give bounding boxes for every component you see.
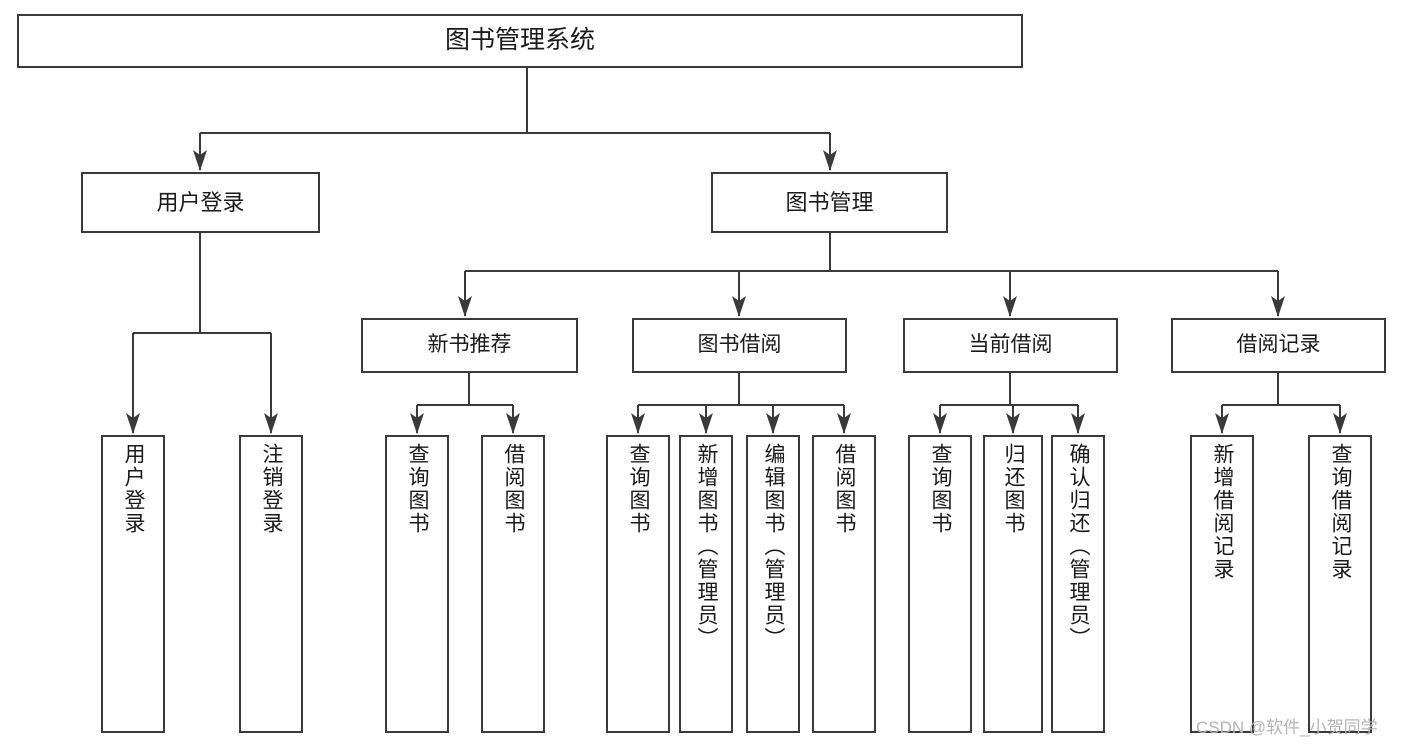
node-user-login[interactable]: 用户登录 (81, 172, 320, 233)
node-new-book-recommend[interactable]: 新书推荐 (361, 318, 578, 373)
leaf-confirm-return-admin-label: 确认归还（管理员） (1067, 443, 1091, 650)
node-book-manage[interactable]: 图书管理 (711, 172, 948, 233)
leaf-return-book[interactable]: 归还图书 (983, 435, 1043, 733)
node-current-borrow[interactable]: 当前借阅 (903, 318, 1118, 373)
leaf-user-login-label: 用户登录 (122, 443, 146, 535)
leaf-user-login[interactable]: 用户登录 (101, 435, 165, 733)
leaf-confirm-return-admin[interactable]: 确认归还（管理员） (1051, 435, 1105, 733)
leaf-borrow-book-a-label: 借阅图书 (502, 443, 526, 535)
node-user-login-label: 用户登录 (156, 189, 245, 215)
node-current-borrow-label: 当前借阅 (968, 333, 1053, 357)
leaf-query-book-a[interactable]: 查询图书 (385, 435, 449, 733)
leaf-edit-book-admin-label: 编辑图书（管理员） (762, 443, 786, 650)
leaf-add-book-admin-label: 新增图书（管理员） (695, 443, 719, 650)
leaf-query-book-b-label: 查询图书 (627, 443, 651, 535)
leaf-add-borrow-record-label: 新增借阅记录 (1211, 443, 1235, 581)
leaf-edit-book-admin[interactable]: 编辑图书（管理员） (746, 435, 800, 733)
leaf-query-book-c[interactable]: 查询图书 (908, 435, 972, 733)
leaf-query-book-c-label: 查询图书 (929, 443, 953, 535)
node-book-borrow[interactable]: 图书借阅 (632, 318, 847, 373)
leaf-query-book-a-label: 查询图书 (406, 443, 430, 535)
leaf-borrow-book-a[interactable]: 借阅图书 (481, 435, 545, 733)
leaf-logout-label: 注销登录 (260, 443, 284, 535)
node-borrow-record-label: 借阅记录 (1236, 333, 1321, 357)
csdn-watermark: CSDN @软件_小贺同学 (1196, 718, 1378, 737)
node-root-label: 图书管理系统 (444, 26, 595, 55)
leaf-return-book-label: 归还图书 (1002, 443, 1026, 535)
leaf-add-book-admin[interactable]: 新增图书（管理员） (679, 435, 733, 733)
leaf-borrow-book-b-label: 借阅图书 (833, 443, 857, 535)
leaf-query-borrow-record[interactable]: 查询借阅记录 (1308, 435, 1372, 733)
node-book-manage-label: 图书管理 (785, 189, 874, 215)
node-new-book-recommend-label: 新书推荐 (427, 333, 512, 357)
leaf-query-book-b[interactable]: 查询图书 (606, 435, 670, 733)
node-borrow-record[interactable]: 借阅记录 (1171, 318, 1386, 373)
node-book-borrow-label: 图书借阅 (697, 333, 782, 357)
leaf-logout[interactable]: 注销登录 (239, 435, 303, 733)
leaf-query-borrow-record-label: 查询借阅记录 (1329, 443, 1353, 581)
leaf-add-borrow-record[interactable]: 新增借阅记录 (1190, 435, 1254, 733)
node-root[interactable]: 图书管理系统 (17, 14, 1023, 68)
leaf-borrow-book-b[interactable]: 借阅图书 (812, 435, 876, 733)
